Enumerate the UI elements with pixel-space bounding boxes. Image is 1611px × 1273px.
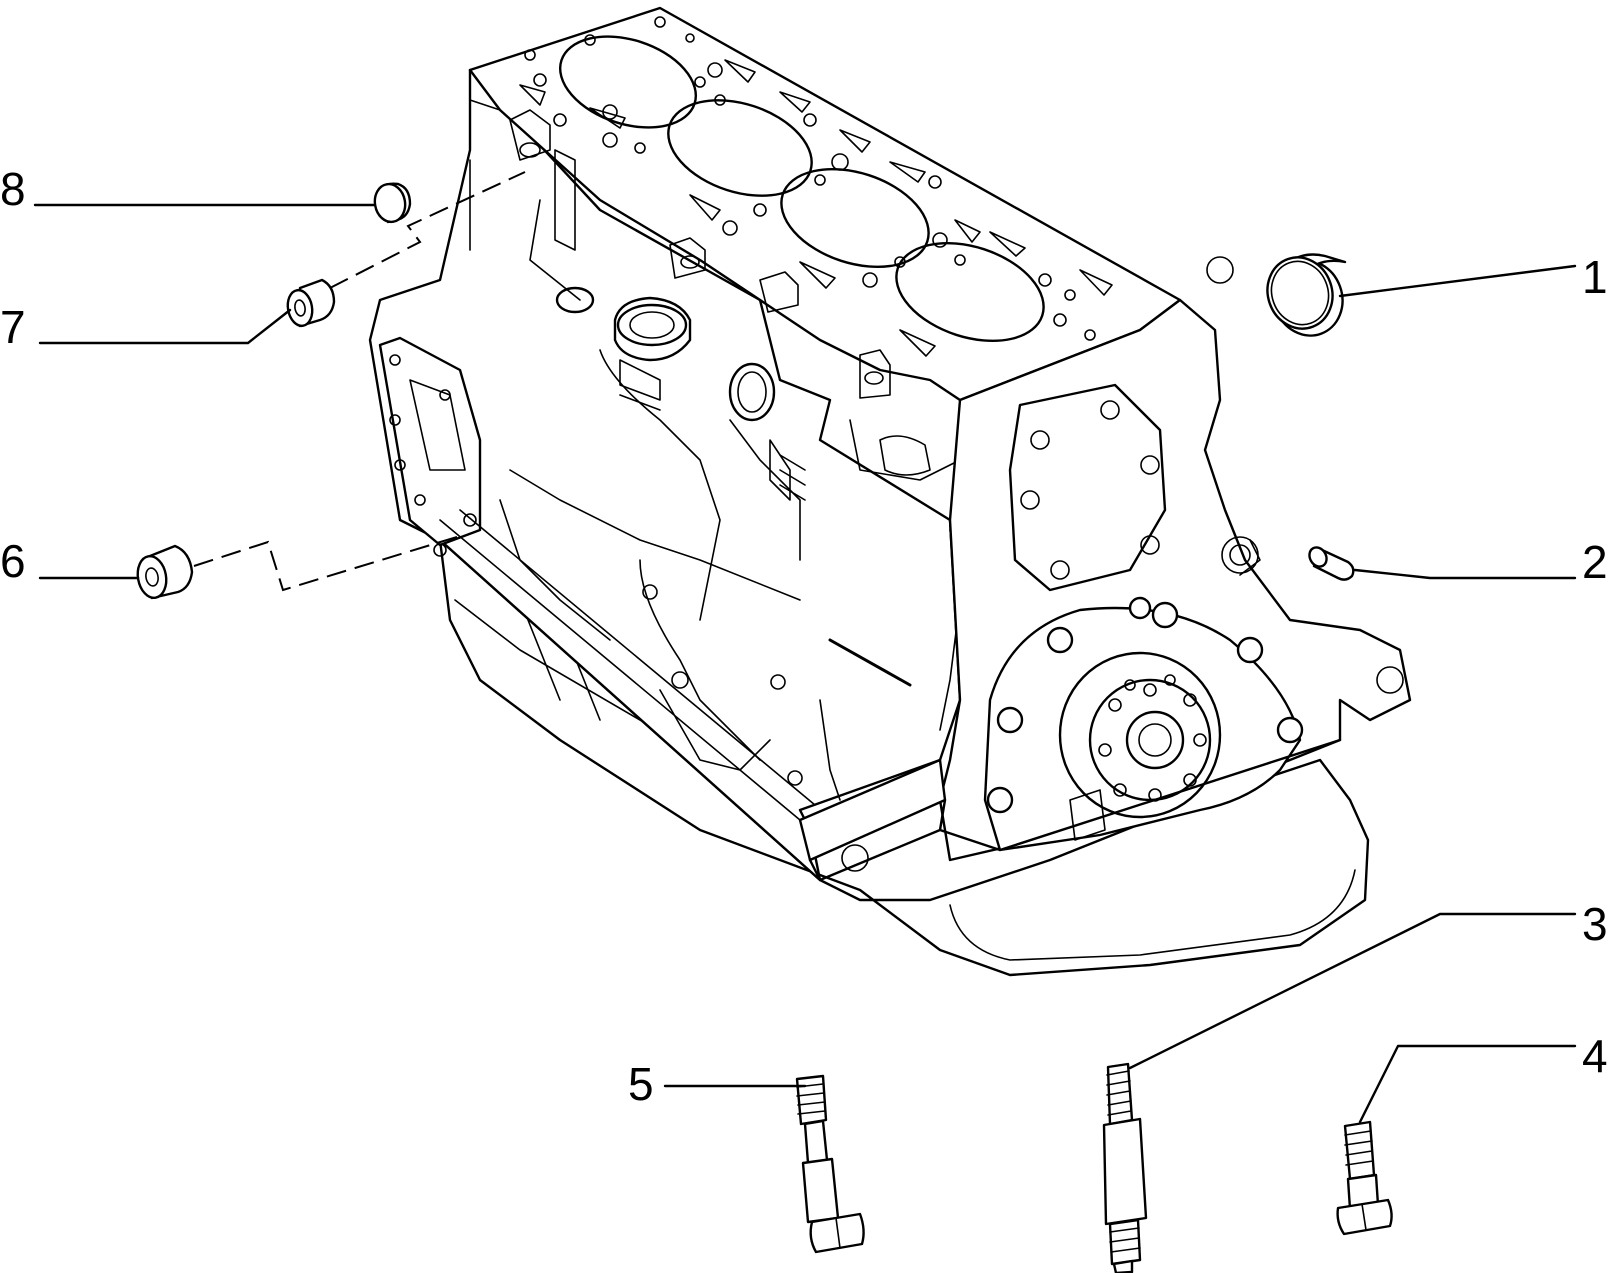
part-7-bushing (286, 278, 336, 328)
callout-6: 6 (0, 535, 26, 587)
housing-bolts (986, 596, 1304, 814)
engine-block (368, 6, 1412, 977)
oil-pan (438, 538, 1370, 977)
rear-flange (378, 336, 482, 547)
part-2-dowel (1308, 546, 1355, 581)
part-3-stud (1102, 1062, 1148, 1273)
callout-5: 5 (628, 1058, 654, 1110)
part-4-bolt (1336, 1120, 1393, 1236)
callout-4: 4 (1582, 1030, 1608, 1082)
deck-slots (519, 59, 1113, 357)
cylinder-bores (558, 35, 1045, 343)
leader-line-1 (1338, 264, 1577, 298)
dashed-line-7 (329, 171, 526, 289)
callout-2: 2 (1582, 536, 1608, 588)
part-5-long-stud (795, 1074, 865, 1254)
block-deck (468, 6, 1182, 402)
block-ribs (469, 159, 961, 801)
callout-7: 7 (0, 301, 26, 353)
block-side (368, 68, 962, 882)
callout-8: 8 (0, 163, 26, 215)
leader-line-4 (1358, 1044, 1577, 1124)
deck-holes (524, 16, 1096, 341)
dashed-line-6 (193, 535, 461, 592)
stud-bosses (509, 109, 891, 399)
callout-1: 1 (1582, 251, 1608, 303)
callout-3: 3 (1582, 898, 1608, 950)
part-1-expansion-plug (1266, 253, 1347, 337)
part-6-bushing (136, 544, 194, 600)
leader-line-3 (1128, 912, 1577, 1070)
leader-line-7 (38, 308, 292, 345)
part-8-cap (373, 182, 412, 224)
leader-line-2 (1353, 568, 1577, 580)
